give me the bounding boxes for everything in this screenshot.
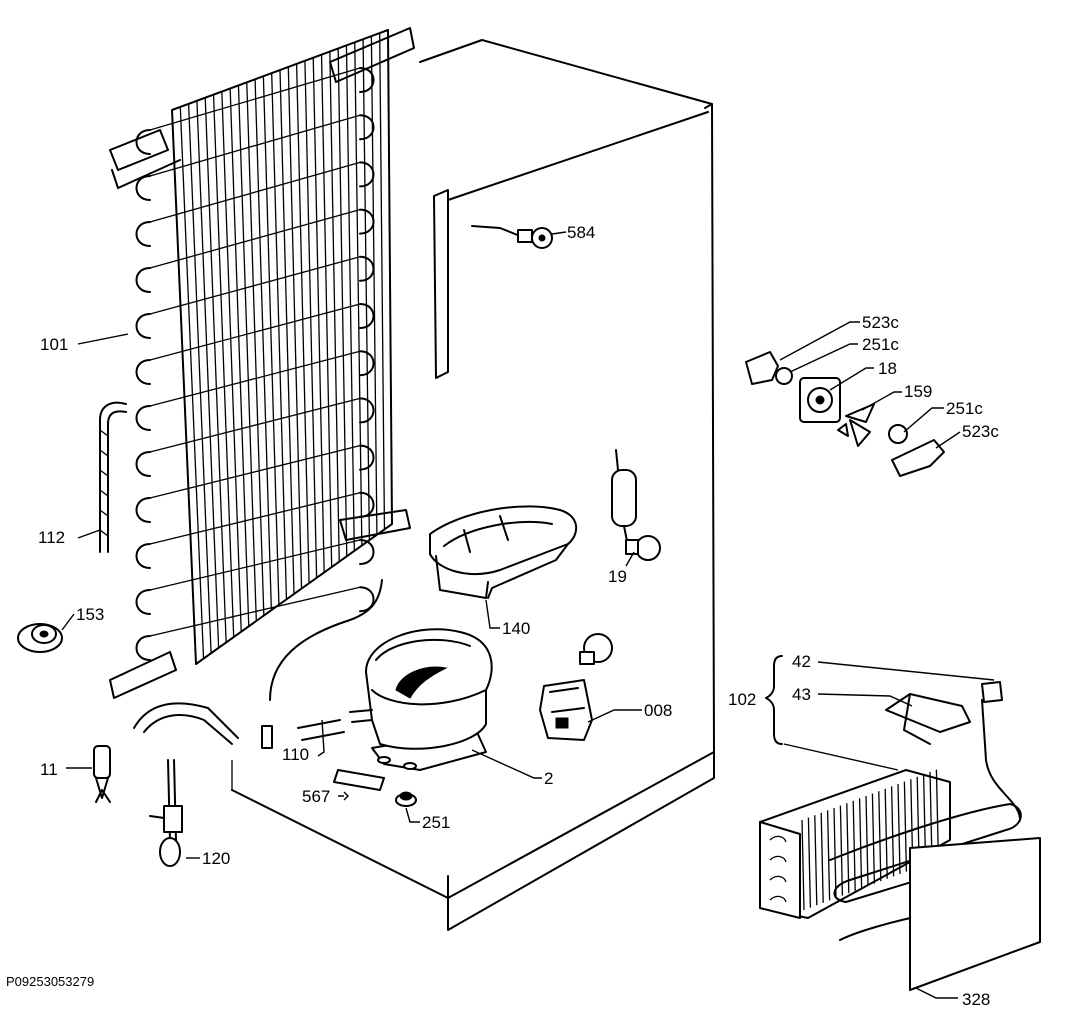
part-251-grommet xyxy=(395,791,417,807)
part-110-pins xyxy=(297,719,345,741)
label-523c-mid: 523c xyxy=(962,422,999,441)
label-11: 11 xyxy=(40,760,58,779)
label-008: 008 xyxy=(644,701,672,720)
label-153: 153 xyxy=(76,605,104,624)
leader-lines xyxy=(61,231,995,999)
label-251: 251 xyxy=(422,813,450,832)
part-120-thermostat-capillary xyxy=(149,759,183,867)
part-102-evaporator xyxy=(759,681,1041,991)
label-120: 120 xyxy=(202,849,230,868)
label-43: 43 xyxy=(792,685,811,704)
label-42: 42 xyxy=(792,652,811,671)
label-584: 584 xyxy=(567,223,595,242)
label-140: 140 xyxy=(502,619,530,638)
label-251c-top: 251c xyxy=(862,335,899,354)
part-584-sensor xyxy=(471,225,553,249)
refrigerator-cabinet xyxy=(231,39,715,931)
label-328: 328 xyxy=(962,990,990,1009)
fan-assembly xyxy=(745,351,945,477)
label-523c-top: 523c xyxy=(862,313,899,332)
part-153-cap xyxy=(17,623,63,653)
part-labels: 584 101 523c 251c 18 159 251c 523c 112 1… xyxy=(6,223,999,1009)
label-19: 19 xyxy=(608,567,627,586)
condenser-coil xyxy=(109,27,415,749)
document-id: P09253053279 xyxy=(6,974,94,989)
part-2-compressor xyxy=(349,628,493,771)
part-140-drip-tray xyxy=(429,505,578,599)
label-110: 110 xyxy=(282,745,309,764)
drain-tube xyxy=(99,401,127,553)
label-251c-mid: 251c xyxy=(946,399,983,418)
label-567: 567 xyxy=(302,787,330,806)
bracket-102 xyxy=(765,655,783,745)
label-2: 2 xyxy=(544,769,553,788)
part-567-plate xyxy=(333,769,385,791)
label-101: 101 xyxy=(40,335,68,354)
label-18: 18 xyxy=(878,359,897,378)
label-159: 159 xyxy=(904,382,932,401)
label-102: 102 xyxy=(728,690,756,709)
part-11-plug xyxy=(93,745,111,803)
part-008-relay xyxy=(539,633,613,741)
part-19-heater xyxy=(611,449,661,561)
label-112: 112 xyxy=(38,528,65,547)
